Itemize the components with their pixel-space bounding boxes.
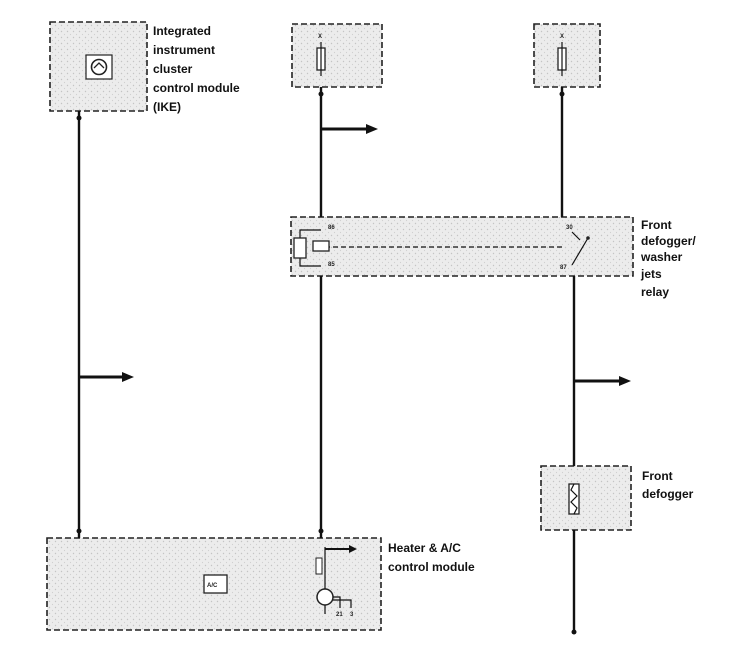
arrow-right-icon bbox=[79, 372, 134, 382]
ike-label-line-3: cluster bbox=[153, 62, 193, 76]
arrow-right-icon bbox=[321, 124, 378, 134]
hvac-label-line-1: Heater & A/C bbox=[388, 541, 461, 555]
relay-label: Front defogger/ washer jets relay bbox=[640, 218, 696, 299]
switch-icon bbox=[571, 231, 590, 266]
defogger-label-line-1: Front bbox=[642, 469, 673, 483]
ac-symbol-text: A/C bbox=[207, 583, 218, 589]
relay-label-line-1: Front bbox=[641, 218, 672, 232]
ike-module bbox=[49, 21, 148, 112]
relay-label-line-4: jets bbox=[640, 267, 662, 281]
relay-pin-85: 85 bbox=[328, 262, 335, 268]
front-defogger-washer-relay: 86 85 30 87 bbox=[290, 216, 634, 277]
hvac-pin-3: 3 bbox=[350, 612, 354, 618]
ike-label-line-2: instrument bbox=[153, 43, 215, 57]
hvac-label-line-2: control module bbox=[388, 560, 475, 574]
arrow-right-icon bbox=[325, 545, 357, 553]
hvac-pin-21: 21 bbox=[336, 612, 343, 618]
relay-label-line-3: washer bbox=[640, 250, 683, 264]
relay-label-line-2: defogger/ bbox=[641, 234, 696, 248]
relay-pin-30: 30 bbox=[566, 225, 573, 231]
wires bbox=[77, 87, 576, 632]
supply-right-symbol: X bbox=[560, 34, 564, 40]
front-defogger bbox=[540, 465, 632, 531]
supply-fuse-right: X bbox=[533, 23, 601, 88]
coil-icon bbox=[293, 229, 330, 267]
gauge-icon bbox=[85, 54, 113, 80]
relay-label-line-5: relay bbox=[641, 285, 669, 299]
fuse-icon bbox=[316, 42, 326, 76]
ike-label: Integrated instrument cluster control mo… bbox=[153, 24, 240, 114]
ike-label-line-4: control module bbox=[153, 81, 240, 95]
relay-pin-87: 87 bbox=[560, 265, 567, 271]
heating-element-icon bbox=[568, 483, 580, 515]
ike-label-line-1: Integrated bbox=[153, 24, 211, 38]
supply-fuse-middle: X bbox=[291, 23, 383, 88]
junctions bbox=[76, 91, 577, 635]
heater-ac-control-module: A/C 21 3 bbox=[46, 537, 382, 631]
relay-pin-86: 86 bbox=[328, 225, 335, 231]
defogger-label: Front defogger bbox=[642, 469, 694, 501]
arrow-right-icon bbox=[574, 376, 631, 386]
fuse-icon bbox=[557, 42, 567, 76]
supply-middle-symbol: X bbox=[318, 34, 322, 40]
defogger-label-line-2: defogger bbox=[642, 487, 694, 501]
ac-symbol-icon: A/C bbox=[203, 574, 228, 594]
hvac-label: Heater & A/C control module bbox=[388, 541, 475, 574]
ike-label-line-5: (IKE) bbox=[153, 100, 181, 114]
